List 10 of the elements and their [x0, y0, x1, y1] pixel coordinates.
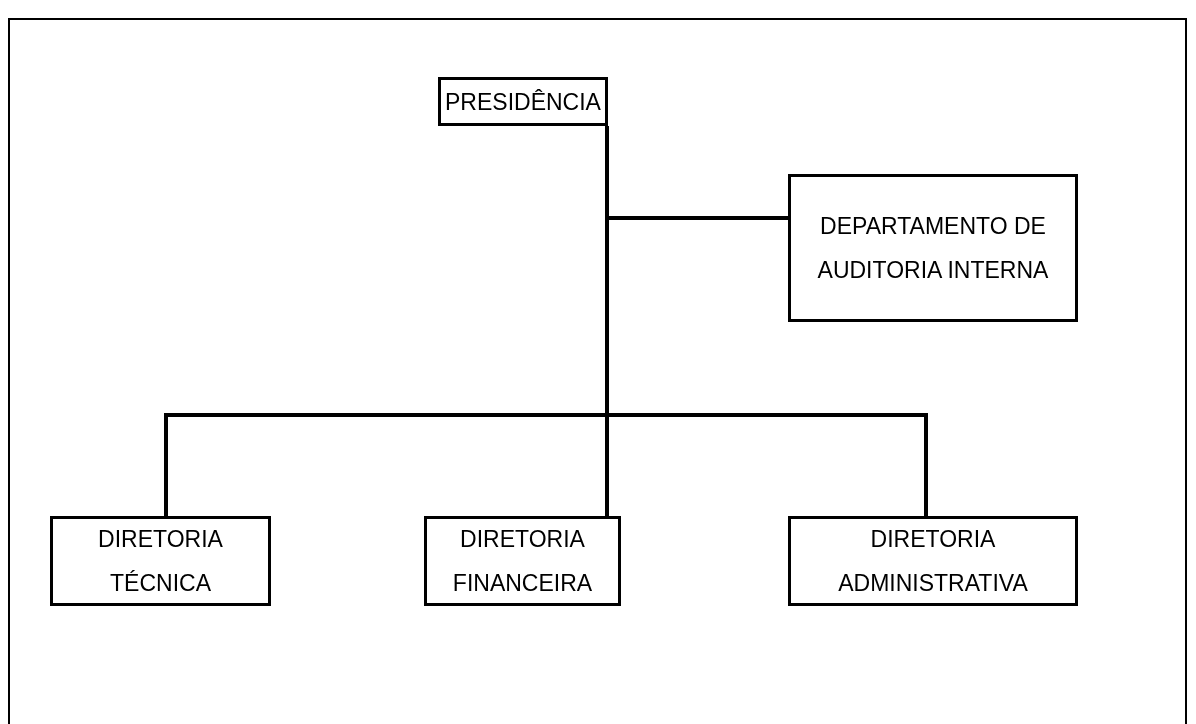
box-label: PRESIDÊNCIA [445, 87, 601, 117]
org-box [424, 516, 621, 606]
org-box [788, 516, 1078, 606]
org-box [50, 516, 271, 606]
box-label: DEPARTAMENTO DE AUDITORIA INTERNA [816, 212, 1050, 285]
org-box [788, 174, 1078, 322]
box-label: DIRETORIA ADMINISTRATIVA [837, 525, 1029, 598]
org-box [438, 77, 608, 126]
box-label: DIRETORIA FINANCEIRA [451, 525, 594, 598]
box-label: DIRETORIA TÉCNICA [97, 525, 224, 598]
